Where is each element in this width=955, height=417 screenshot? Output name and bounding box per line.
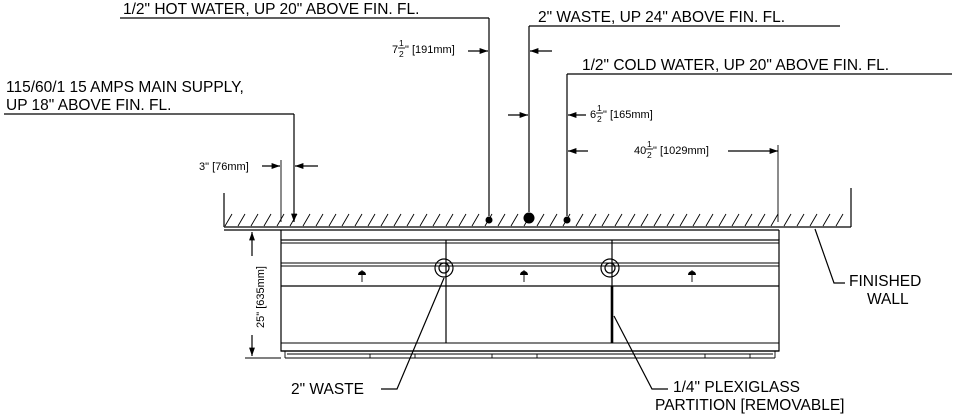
wall-hatch-line <box>315 213 324 227</box>
wall-hatch-line <box>510 213 519 227</box>
svg-text:" [191mm]: " [191mm] <box>405 44 455 56</box>
wall-hatch-line <box>276 213 285 227</box>
wall-hatch-line <box>653 213 662 227</box>
dim-3-inch <box>262 160 318 222</box>
finished-wall-callout-line2: WALL <box>867 291 909 308</box>
wall-hatch-line <box>263 213 272 227</box>
drain-2 <box>600 258 620 278</box>
svg-text:1: 1 <box>647 139 652 149</box>
faucet-1 <box>358 270 366 282</box>
wall-hatch-line <box>406 213 415 227</box>
leader-waste-top <box>528 25 840 212</box>
wall-hatch-line <box>575 213 584 227</box>
waste-bottom-callout: 2" WASTE <box>291 381 364 398</box>
svg-text:6: 6 <box>590 109 596 121</box>
wall-hatch-line <box>757 213 766 227</box>
faucet-3 <box>688 270 696 282</box>
drain-1 <box>434 258 454 278</box>
partition-callout-line2: PARTITION [REMOVABLE] <box>655 397 844 414</box>
wall-hatch-line <box>536 213 545 227</box>
wall-hatch-line <box>302 213 311 227</box>
faucet-2 <box>520 270 528 282</box>
wall-hatch-line <box>822 213 831 227</box>
wall-hatch-line <box>666 213 675 227</box>
leader-hot-water <box>120 17 490 216</box>
wall-hatch-line <box>250 213 259 227</box>
wall-hatch-line <box>705 213 714 227</box>
wall-hatch-line <box>432 213 441 227</box>
finished-wall-callout-line1: FINISHED <box>849 273 921 290</box>
unit-plan <box>224 229 780 359</box>
dim-40-5-inch <box>568 145 779 222</box>
hot-water-callout: 1/2" HOT WATER, UP 20" ABOVE FIN. FL. <box>123 1 419 18</box>
waste-top-callout: 2" WASTE, UP 24" ABOVE FIN. FL. <box>538 9 785 26</box>
wall-hatch-line <box>367 213 376 227</box>
svg-text:1: 1 <box>597 103 602 113</box>
wall-hatch-line <box>679 213 688 227</box>
leader-partition <box>613 315 668 390</box>
wall-hatch-line <box>328 213 337 227</box>
svg-text:2: 2 <box>399 49 404 59</box>
wall-hatch-line <box>731 213 740 227</box>
wall-hatch-line <box>796 213 805 227</box>
wall-hatch-line <box>354 213 363 227</box>
wall-hatch-line <box>783 213 792 227</box>
main-supply-callout-line1: 115/60/1 15 AMPS MAIN SUPPLY, <box>6 79 244 96</box>
wall-hatch-line <box>237 213 246 227</box>
wall-hatch-line <box>497 213 506 227</box>
wall-hatch-line <box>224 213 233 227</box>
partition-callout-line1: 1/4" PLEXIGLASS <box>673 379 800 396</box>
wall-hatch-line <box>614 213 623 227</box>
dim-3-label: 3" [76mm] <box>199 161 249 173</box>
wall-hatch-line <box>458 213 467 227</box>
wall-hatch-line <box>640 213 649 227</box>
cold-water-stub <box>563 216 571 224</box>
svg-text:2: 2 <box>647 150 652 160</box>
svg-text:2: 2 <box>597 114 602 124</box>
leader-finished-wall <box>814 228 845 284</box>
wall-hatch-line <box>744 213 753 227</box>
wall-hatch-line <box>809 213 818 227</box>
dim-25-label: 25" [635mm] <box>255 266 267 328</box>
wall-hatch-line <box>380 213 389 227</box>
wall-hatch-line <box>601 213 610 227</box>
leader-waste-bottom <box>381 277 445 390</box>
main-supply-callout-line2: UP 18" ABOVE FIN. FL. <box>6 97 171 114</box>
dim-6-5-label: 6 1 2 " [165mm] <box>590 103 653 124</box>
finished-wall <box>223 188 852 228</box>
dim-7-5-label: 7 1 2 " [191mm] <box>392 38 455 59</box>
dim-40-5-label: 40 1 2 " [1029mm] <box>634 139 709 160</box>
leader-cold-water <box>566 73 952 216</box>
wall-hatch-line <box>393 213 402 227</box>
svg-text:1: 1 <box>399 38 404 48</box>
hot-water-stub <box>485 216 493 224</box>
wall-hatch-line <box>718 213 727 227</box>
waste-stub <box>523 212 535 224</box>
wall-hatch-line <box>341 213 350 227</box>
wall-hatch-line <box>770 213 779 227</box>
wall-hatch-line <box>627 213 636 227</box>
wall-hatch-line <box>835 213 844 227</box>
leader-main-supply <box>4 113 297 222</box>
wall-hatch-line <box>692 213 701 227</box>
wall-hatch-line <box>419 213 428 227</box>
svg-text:" [1029mm]: " [1029mm] <box>653 145 709 157</box>
wall-hatch-line <box>588 213 597 227</box>
svg-text:40: 40 <box>634 145 646 157</box>
svg-text:7: 7 <box>392 44 398 56</box>
cold-water-callout: 1/2" COLD WATER, UP 20" ABOVE FIN. FL. <box>582 57 889 74</box>
svg-text:" [165mm]: " [165mm] <box>603 109 653 121</box>
wall-hatch-line <box>471 213 480 227</box>
wall-hatch-line <box>549 213 558 227</box>
wall-hatch-line <box>445 213 454 227</box>
dim-25-inch <box>245 229 281 359</box>
